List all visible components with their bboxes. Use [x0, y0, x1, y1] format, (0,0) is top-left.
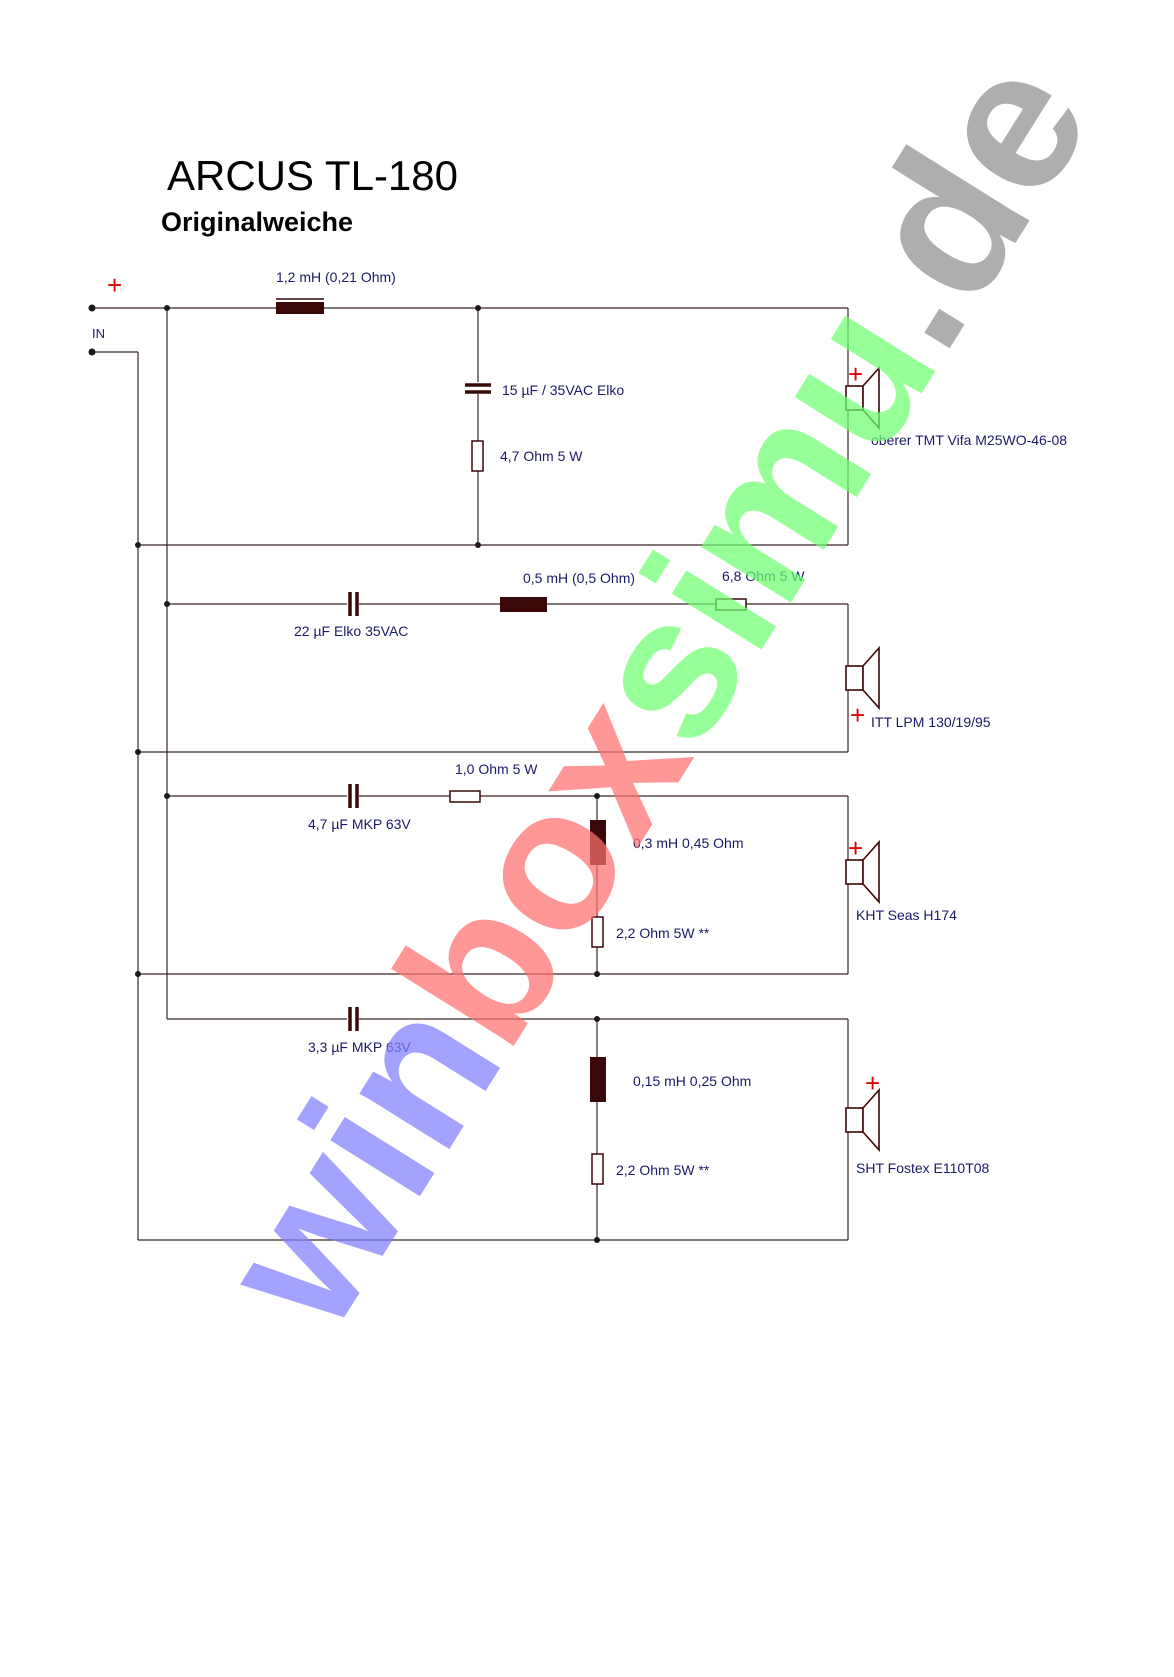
speaker-s1-plus-sign: +: [848, 359, 863, 389]
speaker-s2-plus-sign: +: [850, 700, 865, 730]
junction-dot: [594, 1016, 600, 1022]
speaker-s2-label: ITT LPM 130/19/95: [871, 714, 991, 730]
resistor-r5: [591, 1153, 604, 1185]
resistor-r1: [471, 440, 484, 472]
label-c4: 3,3 µF MKP 63V: [308, 1039, 411, 1055]
speaker-s4-icon: [845, 1087, 880, 1153]
junction-dot: [594, 1237, 600, 1243]
junction-dot: [475, 542, 481, 548]
label-r3: 1,0 Ohm 5 W: [455, 761, 538, 777]
inductor-l2: [500, 597, 547, 612]
input-plus-terminal: [88, 304, 96, 312]
junction-dot: [475, 305, 481, 311]
capacitor-c1: [465, 382, 491, 394]
junction-dot: [594, 793, 600, 799]
capacitor-c3: [347, 784, 359, 808]
junction-dot: [164, 305, 170, 311]
capacitor-c2: [347, 592, 359, 616]
speaker-s3-icon: [845, 839, 880, 905]
junction-dot: [594, 971, 600, 977]
page-title: ARCUS TL-180: [167, 152, 458, 199]
label-c3: 4,7 µF MKP 63V: [308, 816, 411, 832]
label-c2: 22 µF Elko 35VAC: [294, 623, 408, 639]
input-plus-sign: +: [107, 270, 122, 300]
speaker-s1-icon: [845, 365, 880, 431]
inductor-l4: [590, 1057, 606, 1102]
label-l2: 0,5 mH (0,5 Ohm): [523, 570, 635, 586]
junction-dot: [164, 601, 170, 607]
label-r1: 4,7 Ohm 5 W: [500, 448, 583, 464]
junction-dot: [135, 749, 141, 755]
label-l4: 0,15 mH 0,25 Ohm: [633, 1073, 751, 1089]
wires: [92, 307, 849, 1241]
label-c1: 15 µF / 35VAC Elko: [502, 382, 624, 398]
label-r2: 6,8 Ohm 5 W: [722, 568, 805, 584]
label-l3: 0,3 mH 0,45 Ohm: [633, 835, 744, 851]
speaker-s4-plus-sign: +: [865, 1068, 880, 1098]
speaker-s3-label: KHT Seas H174: [856, 907, 957, 923]
resistor-r2: [715, 598, 747, 611]
input-minus-terminal: [88, 348, 96, 356]
junction-dots: [88, 304, 600, 1243]
label-l1: 1,2 mH (0,21 Ohm): [276, 269, 396, 285]
speaker-s4-label: SHT Fostex E110T08: [856, 1160, 990, 1176]
capacitor-c4: [347, 1007, 359, 1031]
junction-dot: [164, 793, 170, 799]
resistor-r3: [449, 790, 481, 803]
speaker-s2-icon: [845, 645, 880, 711]
speaker-s3-plus-sign: +: [848, 833, 863, 863]
inductor-l3: [590, 820, 606, 865]
junction-dot: [135, 971, 141, 977]
inductor-l1: [276, 298, 324, 314]
resistor-r4: [591, 916, 604, 948]
label-r4: 2,2 Ohm 5W **: [616, 925, 710, 941]
input-label: IN: [92, 326, 105, 341]
speaker-s1-label: oberer TMT Vifa M25WO-46-08: [871, 432, 1067, 448]
label-r5: 2,2 Ohm 5W **: [616, 1162, 710, 1178]
page-subtitle: Originalweiche: [161, 207, 353, 237]
junction-dot: [135, 542, 141, 548]
